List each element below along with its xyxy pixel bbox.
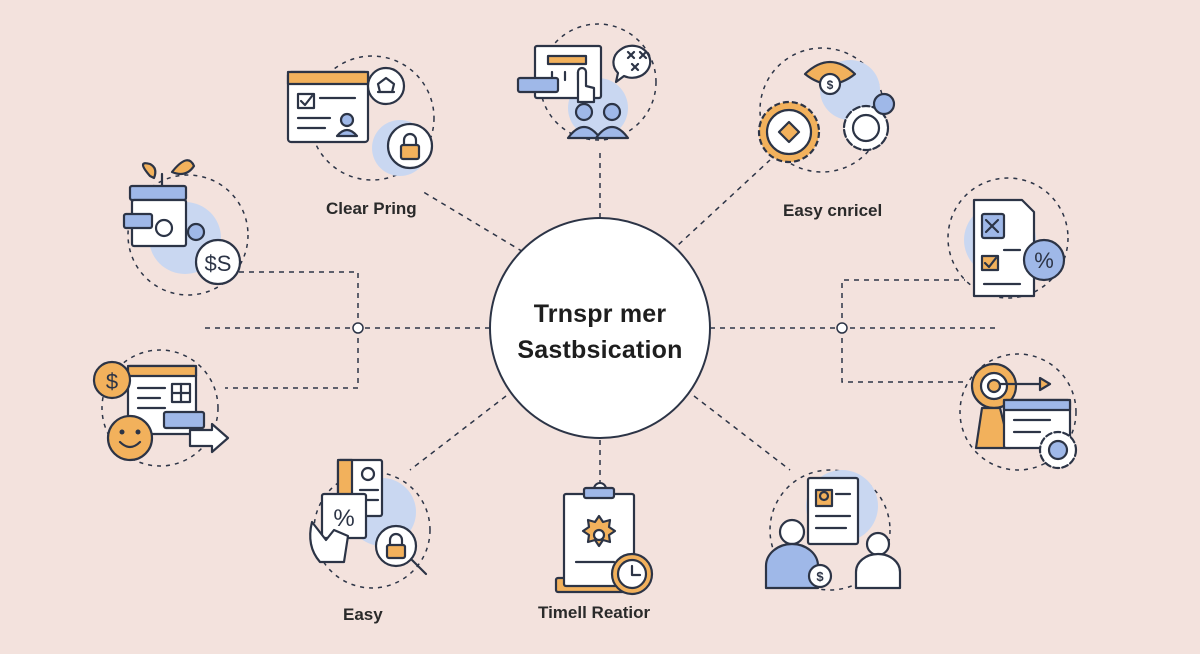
svg-text:%: % (1034, 248, 1054, 273)
browser-checklist-lock-icon (286, 55, 435, 181)
junction-dot-right (836, 322, 848, 334)
document-percent-icon: % (947, 177, 1069, 299)
junction-dot-left (352, 322, 364, 334)
center-title-line2: Sastbsication (517, 336, 683, 364)
svg-text:$: $ (816, 569, 824, 584)
dollar-browser-smiley-icon: $ (92, 349, 230, 467)
people-document-dollar-icon: $ (764, 469, 902, 591)
hand-percent-lock-icon: % (309, 458, 431, 589)
label-easy: Easy (343, 605, 383, 624)
label-clear-pricing: Clear Pring (326, 199, 417, 218)
center-hub-circle (489, 217, 711, 439)
label-easy-control: Easy cnricel (783, 201, 883, 220)
svg-text:$: $ (827, 78, 834, 92)
svg-text:$S: $S (205, 251, 232, 276)
center-title-line1: Trnspr mer (533, 300, 667, 328)
wallet-plant-dollar-icon: $S (122, 159, 249, 296)
svg-text:$: $ (106, 369, 118, 394)
clipboard-gear-clock-icon (554, 486, 654, 596)
presentation-board-icon (516, 23, 657, 141)
gears-money-icon: $ (757, 47, 896, 173)
target-arrow-gear-icon (959, 353, 1078, 471)
svg-text:%: % (333, 505, 354, 532)
label-timely-relation: Timell Reatior (538, 603, 651, 622)
